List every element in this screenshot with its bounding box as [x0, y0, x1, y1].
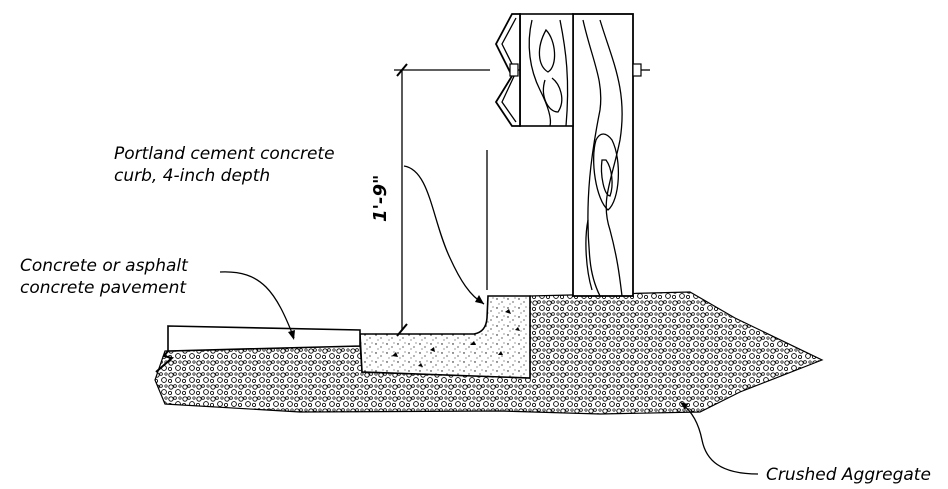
curb-aggregate-marks	[392, 309, 520, 367]
curb-label-line1: Portland cement concrete	[114, 144, 335, 164]
w-beam-rail	[494, 13, 521, 127]
rail-bolt	[509, 63, 520, 77]
aggregate-leader-line	[681, 403, 759, 475]
pavement-leader-line	[219, 271, 295, 339]
pavement-slab	[167, 325, 361, 352]
aggregate-label: Crushed Aggregate	[766, 465, 931, 485]
post-bolt	[632, 63, 650, 77]
pavement-label-line2: concrete pavement	[20, 278, 187, 298]
pavement-label-line1: Concrete or asphalt	[20, 256, 189, 276]
wood-post	[572, 13, 634, 297]
blockout-wood-grain	[528, 19, 569, 127]
curb-leader-line	[403, 165, 485, 305]
pavement-break-line	[155, 350, 175, 373]
dimension-height-label: 1'-9"	[370, 175, 391, 222]
curb-label-line2: curb, 4-inch depth	[114, 166, 270, 186]
wood-blockout	[519, 13, 574, 127]
post-wood-grain	[582, 19, 623, 297]
